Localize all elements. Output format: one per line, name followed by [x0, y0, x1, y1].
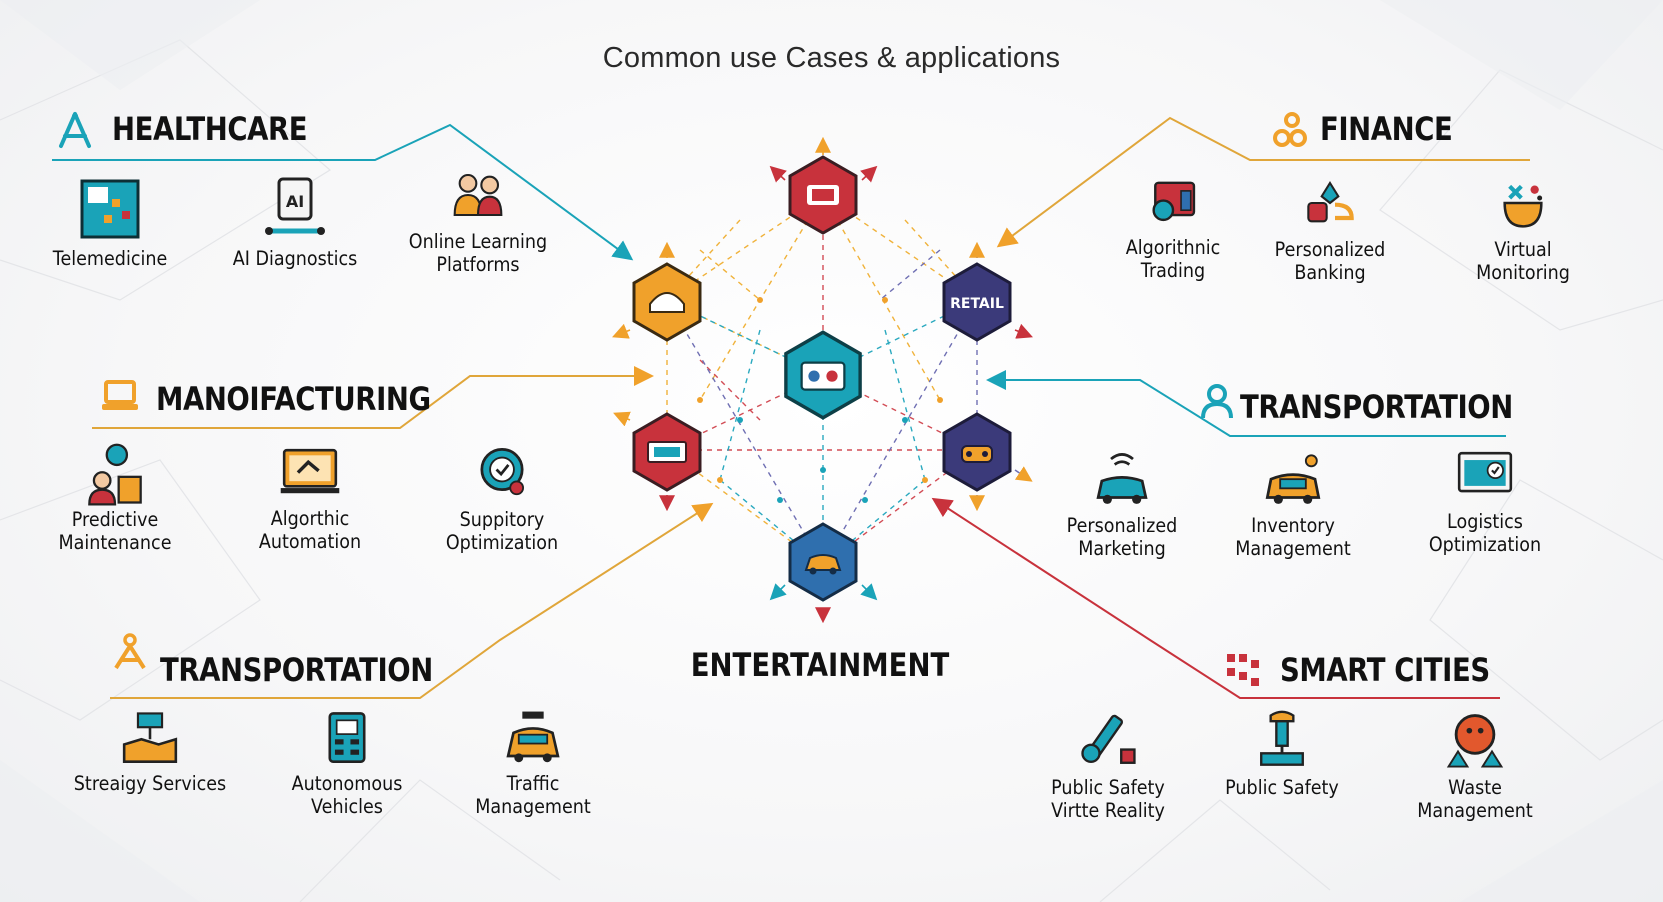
personalized-banking-icon [1307, 181, 1354, 223]
algorithmic-trading-label: Algorithnic Trading [1125, 236, 1221, 282]
algorithmic-automation-item: Algorthic Automation [215, 445, 405, 553]
finance-heading: FINANCE [1320, 110, 1453, 148]
public-safety-label: Public Safety [1225, 776, 1339, 799]
autonomous-vehicles-icon [328, 712, 366, 763]
strategy-services-label: Streaigy Services [73, 772, 227, 795]
predictive-maintenance-label: Predictive Maintenance [58, 508, 172, 554]
public-safety-vr-label: Public Safety Virtte Reality [1051, 776, 1165, 822]
personalized-banking-item: Personalized Banking [1235, 178, 1425, 284]
logistics-optimization-item: Logistics Optimization [1390, 448, 1580, 556]
personalized-marketing-label: Personalized Marketing [1066, 514, 1178, 560]
personalized-marketing-item: Personalized Marketing [1027, 448, 1217, 560]
supply-optimization-item: Suppitory Optimization [407, 442, 597, 554]
healthcare-heading: HEALTHCARE [112, 110, 308, 148]
logistics-optimization-label: Logistics Optimization [1428, 510, 1542, 556]
page-title: Common use Cases & applications [602, 42, 1061, 74]
waste-management-item: Waste Management [1380, 708, 1570, 822]
traffic-management-label: Traffic Management [475, 772, 591, 818]
strategy-services-item: Streaigy Services [55, 710, 245, 795]
online-learning-item: Online Learning Platforms [383, 170, 573, 276]
center-label: ENTERTAINMENT [690, 646, 950, 684]
autonomous-vehicles-item: Autonomous Vehicles [252, 710, 442, 818]
manufacturing-icon [102, 380, 138, 410]
manufacturing-heading: MANOIFACTURING [156, 380, 431, 418]
ai-diagnostics-icon: AI [265, 177, 325, 235]
algorithmic-automation-icon [280, 448, 340, 494]
healthcare-icon [59, 112, 91, 148]
satellite-icon [1081, 714, 1136, 764]
predictive-maintenance-icon [88, 443, 142, 506]
finance-icon [1273, 112, 1307, 147]
telemedicine-icon [80, 179, 140, 239]
hub-hexagon-upper-right: RETAIL [942, 262, 1012, 342]
hub-hexagon-lower-left [632, 412, 702, 492]
ai-diagnostics-item: AI AI Diagnostics [200, 175, 390, 270]
virtual-monitoring-item: Virtual Monitoring [1428, 178, 1618, 284]
algorithmic-trading-item: Algorithnic Trading [1078, 178, 1268, 282]
public-safety-item: Public Safety [1187, 708, 1377, 799]
supply-optimization-icon [480, 447, 524, 496]
traffic-management-icon [506, 711, 560, 763]
inventory-management-icon [1265, 454, 1321, 504]
svg-text:AI: AI [286, 192, 304, 211]
algorithmic-trading-icon [1152, 181, 1196, 222]
logistics-optimization-icon [1457, 451, 1513, 493]
transportation-icon [1201, 384, 1233, 419]
personalized-marketing-icon [1096, 453, 1148, 504]
strategy-services-icon [122, 712, 178, 763]
online-learning-label: Online Learning Platforms [408, 230, 548, 276]
telemedicine-item: Telemedicine [15, 175, 205, 270]
inventory-management-label: Inventory Management [1235, 514, 1351, 560]
autonomous-vehicles-label: Autonomous Vehicles [291, 772, 403, 818]
supply-optimization-label: Suppitory Optimization [445, 508, 559, 554]
retail-label: RETAIL [950, 296, 1004, 312]
hub-hexagon-center [784, 330, 862, 420]
hub-hexagon-lower-right [942, 412, 1012, 492]
virtual-monitoring-icon [1503, 184, 1543, 228]
transportation-left-icon [114, 633, 146, 670]
algorithmic-automation-label: Algorthic Automation [258, 507, 362, 553]
inventory-management-item: Inventory Management [1198, 448, 1388, 560]
waste-management-icon [1446, 714, 1504, 768]
personalized-banking-label: Personalized Banking [1274, 238, 1386, 284]
public-safety-icon [1260, 710, 1304, 766]
transportation-right-heading: TRANSPORTATION [1240, 388, 1513, 426]
traffic-management-item: Traffic Management [438, 708, 628, 818]
predictive-maintenance-item: Predictive Maintenance [20, 442, 210, 554]
online-learning-icon [453, 173, 503, 217]
hub-hexagon-bottom [788, 522, 858, 602]
hub-hexagon-upper-left [632, 262, 702, 342]
smart-cities-heading: SMART CITIES [1280, 651, 1490, 689]
smart-cities-icon [1227, 654, 1259, 686]
virtual-monitoring-label: Virtual Monitoring [1476, 238, 1570, 284]
waste-management-label: Waste Management [1417, 776, 1533, 822]
ai-diagnostics-label: AI Diagnostics [232, 247, 358, 270]
transportation-left-heading: TRANSPORTATION [160, 651, 433, 689]
telemedicine-label: Telemedicine [52, 247, 168, 270]
public-safety-vr-item: Public Safety Virtte Reality [1013, 708, 1203, 822]
hub-hexagon-top [788, 155, 858, 235]
